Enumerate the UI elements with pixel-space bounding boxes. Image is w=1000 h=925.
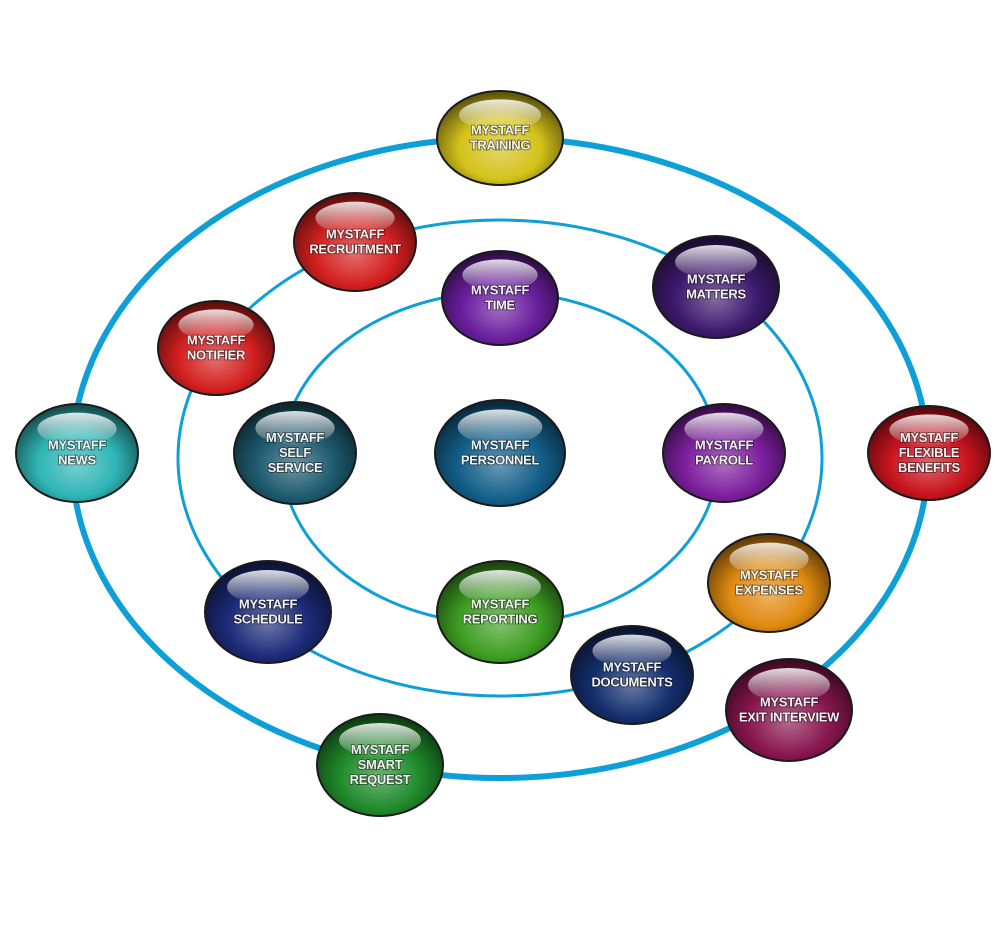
orb-label-line: MYSTAFF xyxy=(471,597,530,612)
orb-label-line: SELF xyxy=(279,445,311,460)
orb-gloss xyxy=(462,259,538,291)
orb-gloss xyxy=(459,99,541,131)
orb-label-line: MYSTAFF xyxy=(187,333,246,348)
orb-label-line: TRAINING xyxy=(470,138,531,153)
orb-label-line: REPORTING xyxy=(463,612,538,627)
orb-label-line: MYSTAFF xyxy=(351,742,410,757)
orb-label-line: EXIT INTERVIEW xyxy=(739,710,840,725)
orb-gloss xyxy=(684,412,764,446)
orb-label-line: MYSTAFF xyxy=(48,438,107,453)
orb-label-line: MATTERS xyxy=(686,287,746,302)
orb-label-line: MYSTAFF xyxy=(326,227,385,242)
orb-label-line: MYSTAFF xyxy=(687,272,746,287)
orb-label-line: SMART xyxy=(358,757,403,772)
orb-label-line: MYSTAFF xyxy=(471,123,530,138)
orb-gloss xyxy=(748,668,830,702)
orb-label-line: PERSONNEL xyxy=(461,453,540,468)
orb-gloss xyxy=(675,245,757,279)
orb-label-line: MYSTAFF xyxy=(266,430,325,445)
orb-gloss xyxy=(592,634,672,668)
orb-label-line: FLEXIBLE xyxy=(899,445,960,460)
orb-gloss xyxy=(729,542,809,576)
orb-label-line: SCHEDULE xyxy=(233,612,303,627)
orb-label-line: MYSTAFF xyxy=(239,597,298,612)
orb-label-line: MYSTAFF xyxy=(695,438,754,453)
orb-label-line: SERVICE xyxy=(268,460,323,475)
orb-label-line: DOCUMENTS xyxy=(591,675,673,690)
orb-gloss xyxy=(315,201,395,235)
orb-label-line: MYSTAFF xyxy=(471,438,530,453)
orb-gloss xyxy=(459,570,541,604)
orb-label-line: MYSTAFF xyxy=(740,568,799,583)
orb-label-line: RECRUITMENT xyxy=(309,242,401,257)
orb-label-line: REQUEST xyxy=(350,772,411,787)
orb-label-line: MYSTAFF xyxy=(603,660,662,675)
middle-ring xyxy=(176,218,824,698)
orb-label-line: MYSTAFF xyxy=(471,283,530,298)
orb-label-line: NOTIFIER xyxy=(187,348,246,363)
orb-label-line: TIME xyxy=(485,298,515,313)
orb-gloss xyxy=(457,409,543,445)
orb-label-line: PAYROLL xyxy=(695,453,753,468)
orb-gloss xyxy=(178,309,254,341)
orb-gloss xyxy=(37,412,117,446)
orb-label-line: NEWS xyxy=(58,453,96,468)
orb-label-line: EXPENSES xyxy=(735,583,803,598)
orb-label-line: BENEFITS xyxy=(898,460,961,475)
orb-gloss xyxy=(889,414,969,446)
orb-gloss xyxy=(255,411,335,445)
orb-label-line: MYSTAFF xyxy=(760,695,819,710)
orb-gloss xyxy=(227,570,309,604)
orb-gloss xyxy=(339,723,421,757)
module-orbs: MYSTAFFTRAININGMYSTAFFRECRUITMENTMYSTAFF… xyxy=(15,90,991,817)
orb-label-line: MYSTAFF xyxy=(900,430,959,445)
